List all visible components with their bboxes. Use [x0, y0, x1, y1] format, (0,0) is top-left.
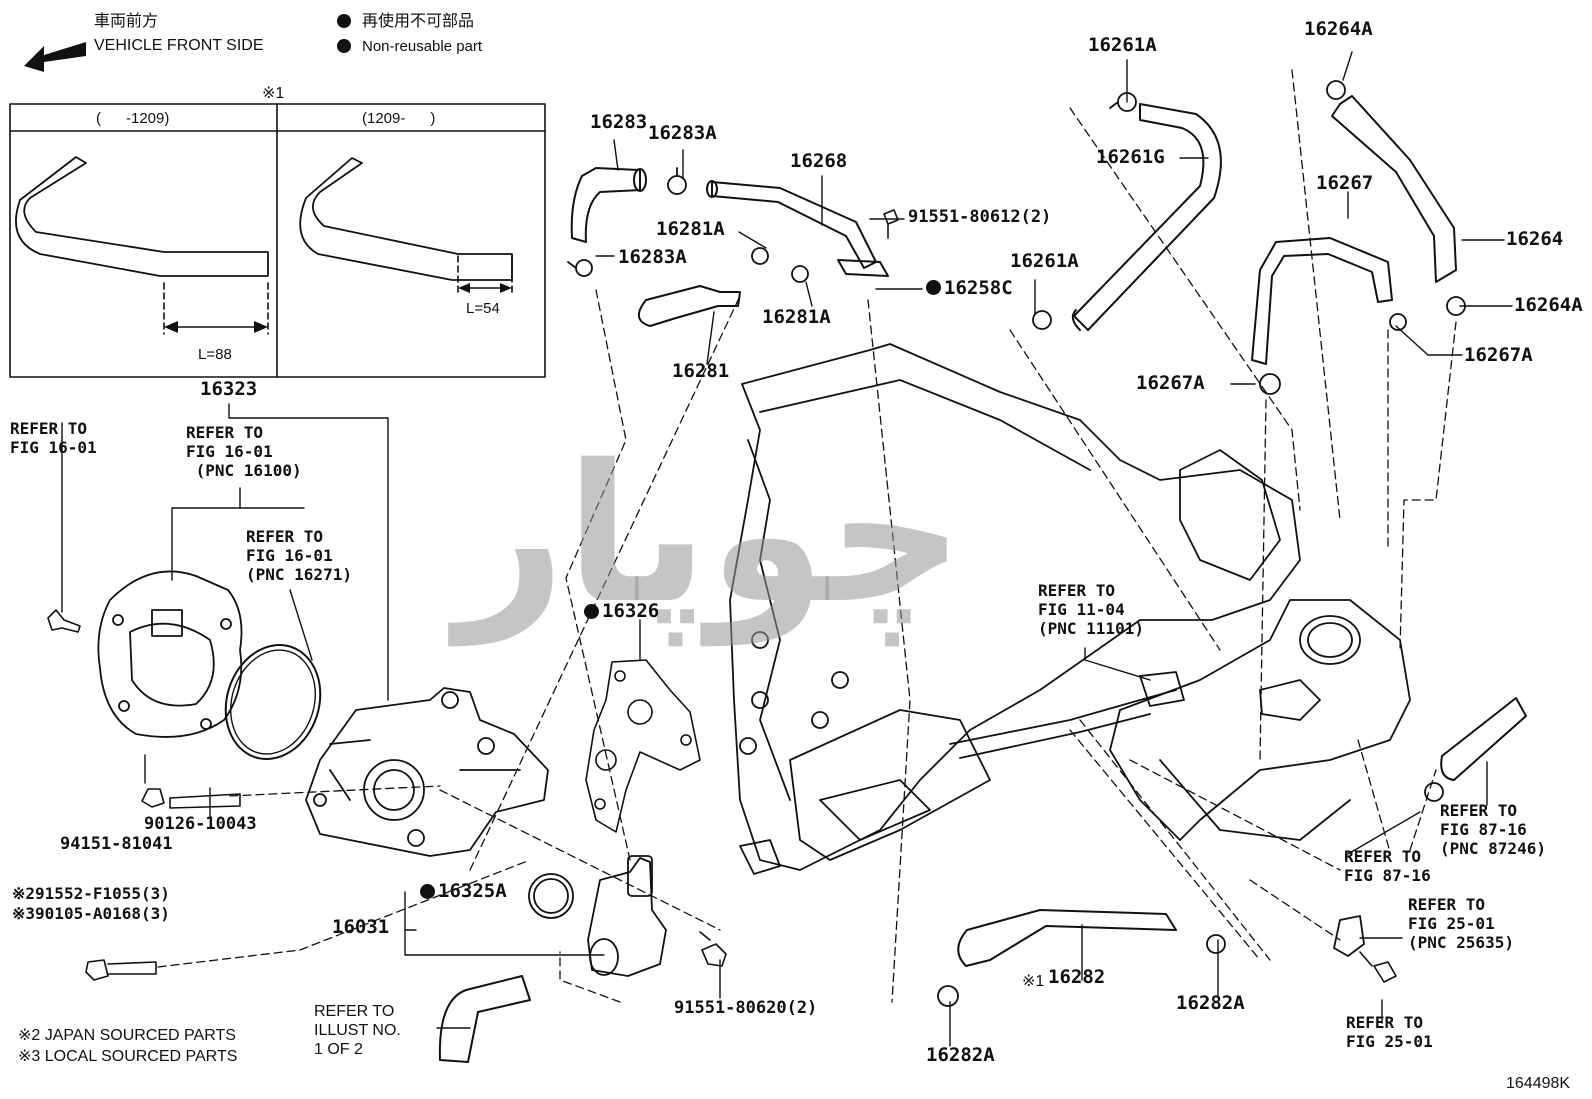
inset-left-header: ( -1209) — [96, 110, 170, 127]
nonreusable-dot-icon — [926, 280, 941, 295]
part-label-16281A-left[interactable]: 16281A — [656, 218, 725, 240]
part-label-94151-81041[interactable]: 94151-81041 — [60, 834, 173, 854]
part-label-16258C[interactable]: 16258C — [944, 277, 1013, 299]
inset-right-length: L=54 — [466, 300, 500, 317]
part-label-90126-10043[interactable]: 90126-10043 — [144, 814, 257, 834]
inset-marker: ※1 — [262, 85, 285, 102]
hoses — [438, 95, 1527, 1063]
part-label-16264A-top[interactable]: 16264A — [1304, 18, 1373, 40]
part-label-16282A-left[interactable]: 16282A — [926, 1044, 995, 1066]
inset-left-length: L=88 — [198, 346, 232, 363]
part-label-16283A-top[interactable]: 16283A — [648, 122, 717, 144]
part-label-16261A-mid[interactable]: 16261A — [1010, 250, 1079, 272]
gasket-ring — [224, 644, 322, 760]
water-inlet-16031 — [587, 855, 667, 977]
part-label-291552[interactable]: ※291552-F1055(3) — [12, 884, 170, 903]
refer-fig-87-16-a[interactable]: REFER TO FIG 87-16 (PNC 87246) — [1440, 801, 1546, 858]
nonreusable-dot-icon — [420, 884, 435, 899]
watermark: ﭼﻮﭘﺎﺭ — [456, 424, 965, 645]
mark-16282: ※1 — [1022, 973, 1045, 990]
illustration-number: 164498K — [1506, 1075, 1571, 1092]
part-label-16261G[interactable]: 16261G — [1096, 146, 1165, 168]
nonreusable-dot-icon — [584, 604, 599, 619]
note-japan-sourced: ※2 JAPAN SOURCED PARTS — [18, 1027, 236, 1044]
part-label-16281A-right[interactable]: 16281A — [762, 306, 831, 328]
part-label-91551-80620[interactable]: 91551-80620(2) — [674, 998, 818, 1018]
dimension-arrow-icon — [458, 283, 512, 293]
refer-fig-25-01-b[interactable]: REFER TO FIG 25-01 — [1346, 1013, 1433, 1051]
part-label-16264[interactable]: 16264 — [1506, 228, 1564, 250]
part-label-16268[interactable]: 16268 — [790, 150, 848, 172]
clamps — [528, 80, 1466, 1007]
refer-fig-25-01-a[interactable]: REFER TO FIG 25-01 (PNC 25635) — [1408, 895, 1514, 952]
legend-front-jp: 車両前方 — [94, 13, 159, 30]
note-refer-illust[interactable]: REFER TO ILLUST NO. 1 OF 2 — [314, 1003, 401, 1059]
refer-fig-16-01-b[interactable]: REFER TO FIG 16-01 (PNC 16100) — [186, 423, 302, 480]
part-label-16325A[interactable]: 16325A — [438, 880, 507, 902]
hose-length-inset — [9, 103, 546, 378]
refer-fig-11-04[interactable]: REFER TO FIG 11-04 (PNC 11101) — [1038, 581, 1144, 638]
part-label-16267A-right[interactable]: 16267A — [1464, 344, 1533, 366]
water-pump-body — [305, 687, 549, 857]
gasket-ring — [230, 649, 316, 755]
water-pump-cover — [97, 570, 243, 738]
throttle-body — [1109, 599, 1411, 841]
part-label-16283A-bottom[interactable]: 16283A — [618, 246, 687, 268]
refer-fig-16-01-a[interactable]: REFER TO FIG 16-01 — [10, 419, 97, 457]
refer-fig-16-01-c[interactable]: REFER TO FIG 16-01 (PNC 16271) — [246, 527, 352, 584]
part-label-16282[interactable]: 16282 — [1048, 966, 1106, 988]
part-label-16267A-left[interactable]: 16267A — [1136, 372, 1205, 394]
front-arrow-icon — [24, 42, 86, 72]
legend-front-en: VEHICLE FRONT SIDE — [94, 37, 264, 54]
part-label-16281[interactable]: 16281 — [672, 360, 730, 382]
bolts — [47, 209, 1397, 983]
part-label-91551-80612[interactable]: 91551-80612(2) — [908, 207, 1052, 227]
part-label-16282A-right[interactable]: 16282A — [1176, 992, 1245, 1014]
bracket — [1333, 915, 1365, 957]
part-label-16267[interactable]: 16267 — [1316, 172, 1374, 194]
legend-nonreuse-en: Non-reusable part — [362, 38, 483, 55]
refer-fig-87-16-b[interactable]: REFER TO FIG 87-16 — [1344, 847, 1431, 885]
note-local-sourced: ※3 LOCAL SOURCED PARTS — [18, 1048, 238, 1065]
part-label-390105[interactable]: ※390105-A0168(3) — [12, 904, 170, 923]
part-label-16323[interactable]: 16323 — [200, 378, 258, 400]
legend-nonreuse-jp: 再使用不可部品 — [362, 13, 475, 30]
part-label-16326[interactable]: 16326 — [602, 600, 660, 622]
part-label-16261A-top[interactable]: 16261A — [1088, 34, 1157, 56]
gasket-16326 — [585, 659, 701, 833]
nonreusable-bullet-icon — [337, 39, 351, 53]
part-label-16283[interactable]: 16283 — [590, 111, 648, 133]
nonreusable-bullet-icon — [337, 14, 351, 28]
part-label-16264A-right[interactable]: 16264A — [1514, 294, 1583, 316]
part-label-16031[interactable]: 16031 — [332, 916, 390, 938]
inset-right-header: (1209- ) — [362, 110, 436, 127]
